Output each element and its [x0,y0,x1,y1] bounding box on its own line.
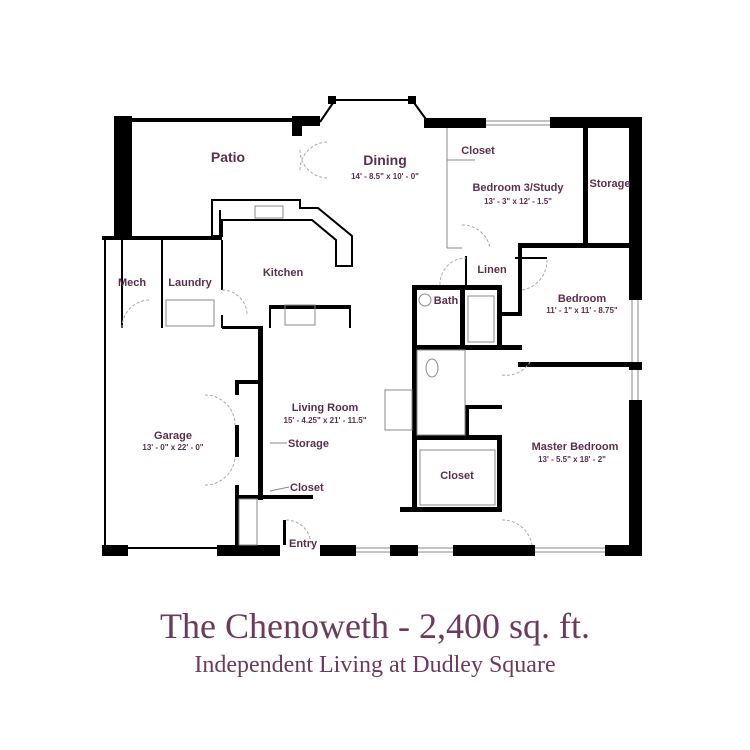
room-bath: Bath [434,295,459,307]
room-labels: Patio Dining 14' - 8.5" x 10' - 0" Close… [118,145,631,550]
room-dining-dims: 14' - 8.5" x 10' - 0" [351,172,419,181]
room-living: Living Room [292,402,359,414]
room-bedroom: Bedroom [558,293,607,305]
room-kitchen: Kitchen [263,267,304,279]
room-master: Master Bedroom [532,441,619,453]
room-closet-br3: Closet [461,145,495,157]
walls [102,96,642,556]
room-storage-br3: Storage [590,178,631,190]
plan-title: The Chenoweth - 2,400 sq. ft. [160,606,590,646]
room-master-dims: 13' - 5.5" x 18' - 2" [538,455,606,464]
room-linen: Linen [477,264,507,276]
room-bedroom3: Bedroom 3/Study [472,182,564,194]
room-dining: Dining [363,152,407,168]
room-laundry: Laundry [168,277,212,289]
room-living-dims: 15' - 4.25" x 21' - 11.5" [284,416,367,425]
room-mech: Mech [118,277,146,289]
room-patio: Patio [211,149,245,165]
room-closet-entry: Closet [290,482,324,494]
room-entry: Entry [289,538,318,550]
floor-plan: Patio Dining 14' - 8.5" x 10' - 0" Close… [102,96,642,556]
plan-subtitle: Independent Living at Dudley Square [194,652,556,678]
room-bedroom-dims: 11' - 1" x 11' - 8.75" [546,306,618,315]
room-master-closet: Closet [440,470,474,482]
room-garage-dims: 13' - 0" x 22' - 0" [142,443,203,452]
room-storage-living: Storage [288,438,329,450]
room-bedroom3-dims: 13' - 3" x 12' - 1.5" [484,197,552,206]
room-garage: Garage [154,430,192,442]
